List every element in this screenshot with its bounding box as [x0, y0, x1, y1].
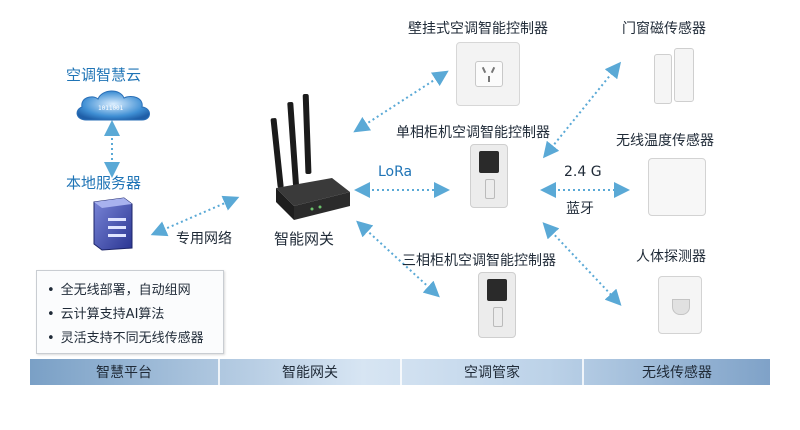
temp-sensor-label: 无线温度传感器: [616, 133, 714, 149]
feature-item: 全无线部署，自动组网: [47, 279, 191, 298]
cloud-icon: 1011001: [76, 90, 150, 121]
socket-icon: [475, 61, 503, 87]
category-ac-manager: 空调管家: [464, 365, 520, 381]
three-phase-controller-label: 三相柜机空调智能控制器: [402, 253, 556, 269]
category-bar: 智慧平台 智能网关 空调管家 无线传感器: [30, 359, 770, 385]
svg-text:1011001: 1011001: [98, 105, 124, 112]
wall-controller-label: 壁挂式空调智能控制器: [408, 21, 548, 37]
server-gateway-link: [150, 195, 240, 237]
controller-door-link: [542, 61, 622, 159]
gateway-three-link: [356, 220, 440, 298]
lora-label: LoRa: [378, 164, 413, 180]
bluetooth-label: 蓝牙: [566, 201, 594, 217]
three-phase-controller-device: [478, 272, 516, 338]
server-icon: [93, 197, 133, 251]
gateway-label: 智能网关: [274, 230, 335, 248]
category-sensors: 无线传感器: [642, 365, 712, 381]
server-label: 本地服务器: [66, 174, 142, 192]
single-phase-controller-device: [470, 144, 508, 208]
feature-list: 全无线部署，自动组网 云计算支持AI算法 灵活支持不同无线传感器: [36, 270, 224, 354]
door-sensor-label: 门窗磁传感器: [622, 21, 706, 37]
category-gateway: 智能网关: [282, 365, 338, 381]
door-sensor-device: [654, 48, 696, 106]
feature-item: 云计算支持AI算法: [47, 303, 165, 322]
controller-pir-link: [542, 222, 622, 306]
wall-controller-device: [456, 42, 520, 106]
gateway-wall-link: [353, 70, 449, 133]
freq-label: 2.4 G: [564, 164, 602, 180]
feature-item: 灵活支持不同无线传感器: [47, 327, 204, 346]
temp-sensor-device: [648, 158, 706, 216]
category-platform: 智慧平台: [96, 365, 152, 381]
private-network-label: 专用网络: [176, 231, 232, 247]
cloud-label: 空调智慧云: [66, 66, 142, 84]
pir-sensor-label: 人体探测器: [636, 249, 706, 265]
single-phase-controller-label: 单相柜机空调智能控制器: [396, 125, 550, 141]
router-icon: [270, 93, 350, 220]
pir-sensor-device: [658, 276, 702, 334]
